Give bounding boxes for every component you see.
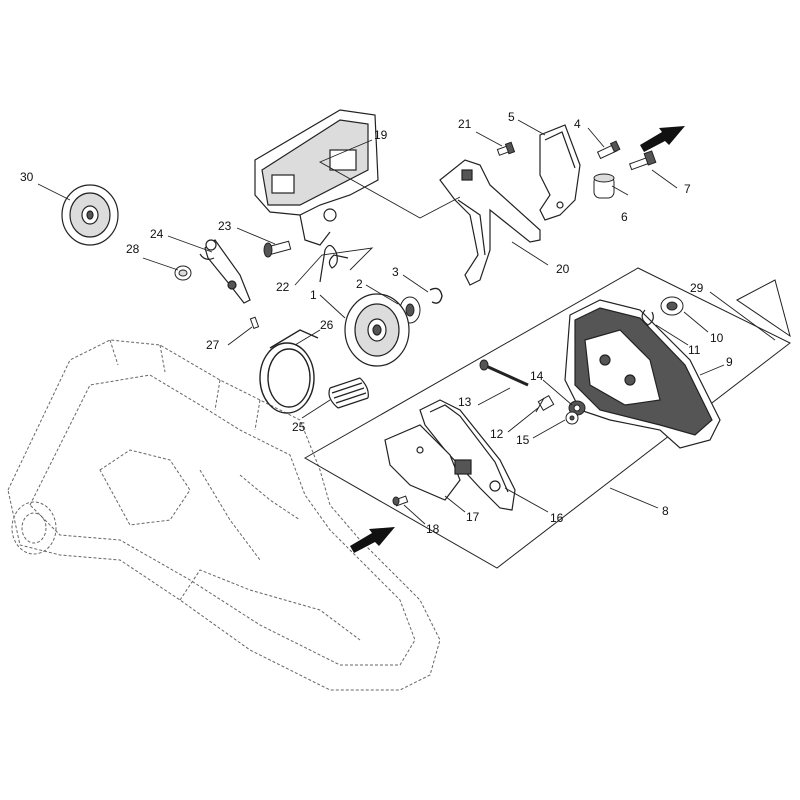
engine-housing bbox=[7, 339, 441, 691]
side-plate-17 bbox=[384, 424, 472, 501]
callout-22: 22 bbox=[276, 280, 290, 294]
callout-19: 19 bbox=[374, 128, 388, 142]
direction-arrow-bottom-icon bbox=[350, 527, 395, 553]
exhaust-port bbox=[11, 501, 57, 555]
pin-27 bbox=[249, 316, 260, 330]
callout-13: 13 bbox=[458, 395, 472, 409]
guide-plate-16 bbox=[419, 399, 516, 511]
screw-21 bbox=[496, 141, 516, 156]
screw-23 bbox=[263, 240, 292, 258]
guide-bar-29 bbox=[736, 279, 791, 338]
hand-guard-19 bbox=[254, 109, 379, 246]
cover-disk-30 bbox=[61, 184, 119, 246]
callout-21: 21 bbox=[458, 117, 472, 131]
bracket-5 bbox=[539, 124, 581, 221]
linkage-24 bbox=[199, 239, 251, 304]
leader-lines bbox=[37, 119, 776, 525]
callout-5: 5 bbox=[508, 110, 515, 124]
callout-20: 20 bbox=[556, 262, 570, 276]
callout-14: 14 bbox=[530, 369, 544, 383]
brake-lever-20 bbox=[439, 159, 541, 286]
callout-6: 6 bbox=[621, 210, 628, 224]
shoulder-bolt-7 bbox=[628, 150, 657, 171]
brake-band-26 bbox=[259, 329, 319, 414]
callout-8: 8 bbox=[662, 504, 669, 518]
nut-14 bbox=[568, 400, 586, 416]
callout-25: 25 bbox=[292, 420, 306, 434]
nut-10 bbox=[660, 296, 684, 316]
callout-labels: 1 2 3 4 5 6 7 8 9 10 11 12 13 14 15 16 1… bbox=[20, 110, 733, 536]
callout-10: 10 bbox=[710, 331, 724, 345]
callout-30: 30 bbox=[20, 170, 34, 184]
callout-27: 27 bbox=[206, 338, 220, 352]
long-bolt-13 bbox=[479, 359, 529, 387]
callout-11: 11 bbox=[688, 343, 701, 357]
callout-28: 28 bbox=[126, 242, 140, 256]
washer-28 bbox=[174, 265, 192, 281]
callout-1: 1 bbox=[310, 288, 317, 302]
washer-15 bbox=[565, 411, 579, 425]
spring-25 bbox=[328, 377, 369, 409]
callout-2: 2 bbox=[356, 277, 363, 291]
callout-16: 16 bbox=[550, 511, 564, 525]
callout-3: 3 bbox=[392, 265, 399, 279]
screw-4 bbox=[596, 140, 621, 160]
callout-24: 24 bbox=[150, 227, 164, 241]
callout-23: 23 bbox=[218, 219, 232, 233]
e-clip-3 bbox=[429, 287, 443, 304]
direction-arrow-top-icon bbox=[640, 126, 685, 152]
adjuster-12 bbox=[535, 394, 555, 413]
callout-17: 17 bbox=[466, 510, 480, 524]
callout-7: 7 bbox=[684, 182, 691, 196]
spring-22 bbox=[319, 244, 349, 283]
callout-12: 12 bbox=[490, 427, 504, 441]
clip-11 bbox=[641, 309, 654, 326]
screw-18 bbox=[392, 495, 409, 507]
chain-cover-9 bbox=[564, 299, 721, 449]
collar-6 bbox=[593, 173, 615, 199]
assembly-outline-8 bbox=[303, 267, 791, 569]
clutch-drum-1 bbox=[344, 293, 410, 367]
callout-29: 29 bbox=[690, 281, 704, 295]
callout-18: 18 bbox=[426, 522, 440, 536]
callout-26: 26 bbox=[320, 318, 334, 332]
callout-15: 15 bbox=[516, 433, 530, 447]
callout-4: 4 bbox=[574, 117, 581, 131]
callout-9: 9 bbox=[726, 355, 733, 369]
